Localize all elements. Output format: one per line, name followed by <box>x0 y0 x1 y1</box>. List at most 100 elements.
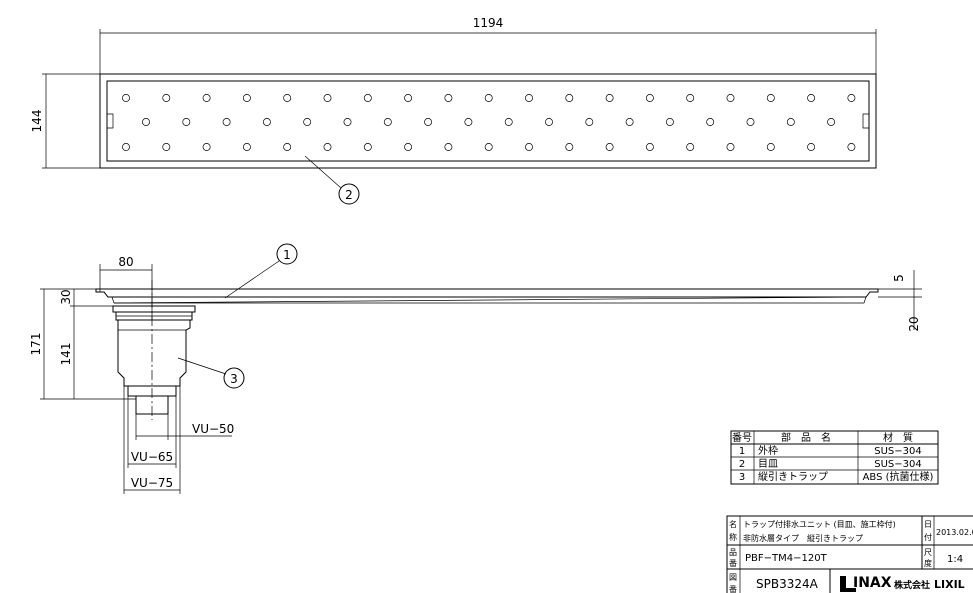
grate-hole <box>525 143 533 151</box>
grate-hole <box>122 143 130 151</box>
grate-hole <box>585 118 594 126</box>
grate-hole <box>504 118 513 126</box>
width-dimension-label: 1194 <box>473 16 504 30</box>
parts-table-border <box>730 430 939 485</box>
grate-hole <box>645 143 654 151</box>
dim-30-label: 30 <box>59 289 73 304</box>
grate-hole <box>262 118 271 126</box>
grate-hole <box>726 94 735 102</box>
grate-hole <box>847 143 856 151</box>
grate-plan <box>106 80 870 162</box>
scale-label-2: 度 <box>924 558 932 568</box>
model-label-2: 番 <box>729 558 737 568</box>
grate-hole <box>162 143 171 151</box>
grate-section <box>103 291 867 304</box>
grate-hole <box>444 94 453 102</box>
model-label-1: 品 <box>729 548 737 557</box>
name-label-2: 称 <box>729 532 737 542</box>
grate-hole <box>645 94 654 102</box>
callout-2-label: 2 <box>345 188 353 202</box>
grate-hole <box>122 94 130 102</box>
trap-flange <box>112 305 196 313</box>
grate-hole <box>222 118 231 126</box>
date-label-2: 付 <box>924 532 932 542</box>
parts-header-material: 材 質 <box>883 431 913 444</box>
scale-label-1: 尺 <box>924 548 932 557</box>
trap-body <box>117 319 191 387</box>
grate-hole <box>686 94 695 102</box>
brand-company: 株式会社 <box>894 579 930 591</box>
grate-holes <box>122 94 856 151</box>
grate-hole <box>404 94 413 102</box>
dim-80-label: 80 <box>118 255 133 269</box>
parts-row-3-no: 3 <box>739 472 745 483</box>
title-block: 名 称 トラップ付排水ユニット (目皿、施工枠付) 非防水層タイプ 縦引きトラッ… <box>726 515 973 593</box>
grate-notch-left <box>107 113 114 129</box>
grate-hole <box>766 143 775 151</box>
product-name-line-2: 非防水層タイプ 縦引きトラップ <box>743 533 863 543</box>
dim-5-label: 5 <box>892 274 906 282</box>
grate-hole <box>242 94 251 102</box>
callout-3-circle <box>223 367 245 389</box>
callout-1-leader <box>224 260 280 299</box>
grate-hole <box>202 143 211 151</box>
grate-hole <box>847 94 856 102</box>
parts-header-name: 部 品 名 <box>781 431 831 444</box>
parts-row-1-material: SUS−304 <box>874 446 921 457</box>
drawing-no-label-2: 番 <box>729 584 737 593</box>
height-dimension-label: 144 <box>30 110 44 133</box>
grate-hole <box>323 143 332 151</box>
grate-hole <box>363 94 372 102</box>
inax-logo-mark <box>840 576 856 592</box>
grate-hole <box>323 94 332 102</box>
grate-hole <box>545 118 553 126</box>
grate-hole <box>525 94 533 102</box>
outer-frame-plan <box>99 73 877 169</box>
grate-hole <box>766 94 775 102</box>
grate-hole <box>625 118 634 126</box>
vu65-label: VU−65 <box>131 450 173 464</box>
grate-hole <box>565 143 574 151</box>
callout-2-circle <box>338 183 360 205</box>
parts-row-2-material: SUS−304 <box>874 459 921 470</box>
model-number: PBF−TM4−120T <box>745 553 828 564</box>
grate-hole <box>605 143 614 151</box>
callout-3-leader <box>177 357 227 375</box>
grate-slope <box>113 296 865 304</box>
grate-hole <box>444 143 453 151</box>
parts-row-3-material: ABS (抗菌仕様) <box>863 470 934 483</box>
title-block-border <box>726 515 973 593</box>
brand-inax: INAX <box>853 575 892 591</box>
grate-hole <box>202 94 211 102</box>
parts-row-1-name: 外枠 <box>758 444 778 457</box>
plan-view: 1194 144 2 <box>30 16 877 205</box>
grate-hole <box>484 94 493 102</box>
frame-section <box>95 288 879 298</box>
grate-hole <box>565 94 574 102</box>
grate-hole <box>424 118 433 126</box>
grate-hole <box>605 94 614 102</box>
brand-lixil: LIXIL <box>934 578 965 591</box>
parts-row-1-no: 1 <box>739 446 745 457</box>
grate-hole <box>343 118 352 126</box>
parts-row-3-name: 縦引きトラップ <box>758 470 828 483</box>
dim-20-label: 20 <box>907 316 921 331</box>
parts-header-no: 番号 <box>732 432 752 444</box>
grate-hole <box>303 118 312 126</box>
grate-hole <box>807 143 816 151</box>
grate-hole <box>182 118 191 126</box>
grate-hole <box>162 94 171 102</box>
section-view: 80 1 3 5 20 171 30 <box>29 243 922 494</box>
callout-1-circle <box>276 243 298 265</box>
grate-hole <box>484 143 493 151</box>
grate-hole <box>404 143 413 151</box>
grate-notch-right <box>862 113 869 129</box>
grate-hole <box>142 118 150 126</box>
grate-hole <box>746 118 755 126</box>
drawing-date: 2013.02.01 <box>936 528 973 537</box>
grate-hole <box>807 94 816 102</box>
parts-row-2-name: 目皿 <box>758 459 778 470</box>
vu50-label: VU−50 <box>192 422 234 436</box>
parts-row-2-no: 2 <box>739 459 745 470</box>
